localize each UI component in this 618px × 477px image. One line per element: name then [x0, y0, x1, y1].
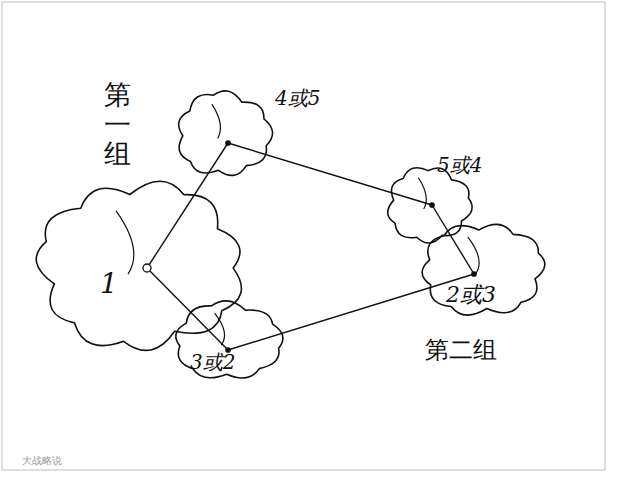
cloud-node: 5或4 — [385, 165, 473, 245]
cloud-inner-stroke — [116, 211, 134, 274]
connector-line — [228, 143, 432, 205]
cloud-inner-stroke — [468, 237, 479, 274]
connector-line — [147, 143, 228, 268]
cloud-inner-stroke — [212, 104, 221, 138]
cloud-node: 1 — [40, 185, 240, 347]
cloud-number: 3或2 — [190, 352, 235, 372]
group-label: 第二组 — [425, 338, 497, 362]
picture-frame — [2, 2, 605, 470]
cloud-number: 1 — [100, 270, 118, 298]
cloud-shape — [176, 301, 283, 378]
connector-line — [147, 268, 228, 350]
cloud-inner-stroke — [418, 178, 426, 209]
cloud-number: 2或3 — [446, 284, 496, 306]
cloud-node: 3或2 — [172, 300, 284, 382]
cloud-node: 4或5 — [175, 90, 272, 178]
center-dot — [226, 141, 230, 145]
cloud-shape — [422, 224, 545, 315]
center-dot — [430, 203, 434, 207]
cloud-number: 5或4 — [437, 155, 482, 175]
cloud-shape — [36, 181, 241, 350]
watermark: 大战略说 — [22, 456, 62, 466]
center-dot — [143, 264, 151, 272]
cloud-number: 4或5 — [275, 88, 320, 108]
cloud-outline — [385, 165, 473, 245]
cloud-inner-stroke — [215, 313, 225, 345]
cloud-shape — [179, 91, 273, 176]
cloud-node: 2或3 — [420, 222, 546, 317]
cloud-outline — [40, 185, 240, 347]
cloud-shape — [388, 168, 472, 243]
cloud-outline — [175, 90, 272, 178]
group-label: 第一组 — [104, 80, 131, 169]
